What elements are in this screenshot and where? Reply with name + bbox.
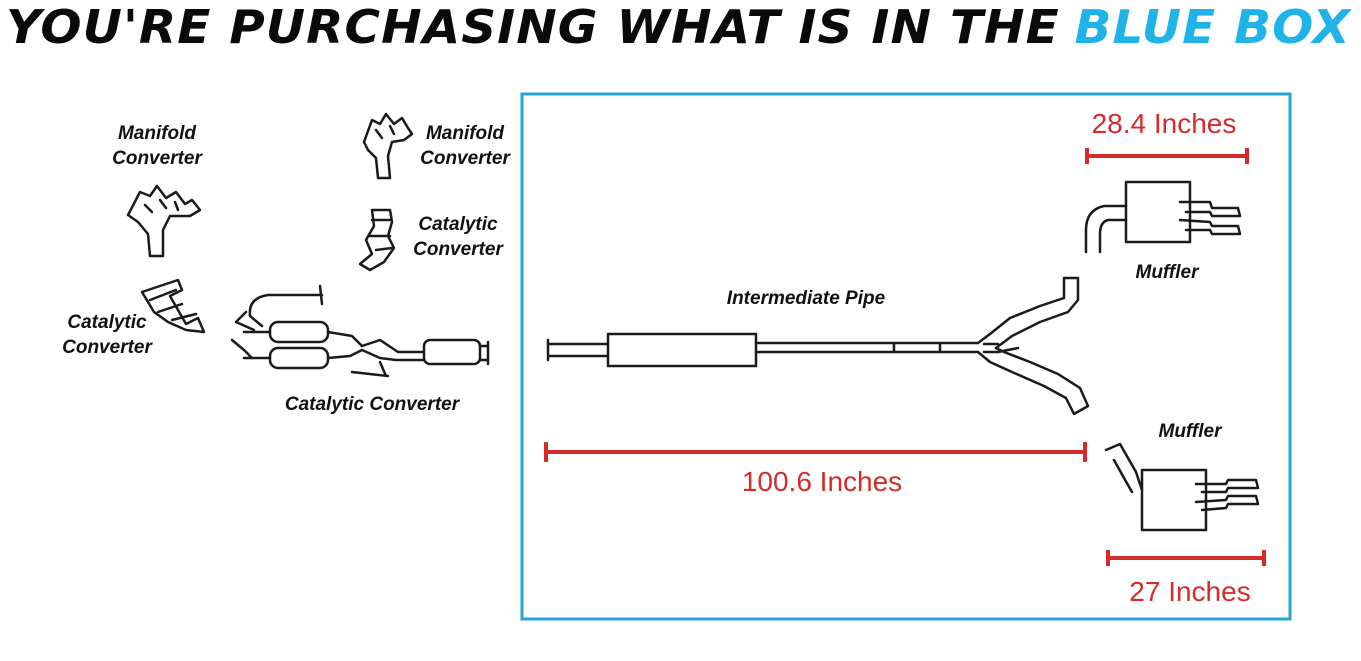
muffler-top-drawing — [1084, 180, 1242, 254]
dimension-pipe-label: 100.6 Inches — [742, 466, 902, 497]
catalytic-a-label-line1: Catalytic — [67, 312, 147, 333]
headline-lead: YOU'RE PURCHASING WHAT IS IN THE — [6, 0, 1060, 54]
intermediate-pipe-drawing — [546, 276, 1090, 416]
manifold-a-label-line1: Manifold — [118, 123, 196, 144]
muffler-top-label: Muffler — [1136, 262, 1201, 283]
manifold-b-label-line2: Converter — [420, 148, 511, 169]
catalytic-b-label-line2: Converter — [413, 239, 504, 260]
manifold-converter-b-drawing — [362, 112, 414, 180]
dimension-muffler-top — [1085, 148, 1249, 164]
catalytic-converter-assembly-drawing — [230, 284, 490, 378]
manifold-a-label-line2: Converter — [112, 148, 203, 169]
catalytic-main-label: Catalytic Converter — [285, 394, 461, 415]
catalytic-b-label-line1: Catalytic — [418, 214, 498, 235]
dimension-pipe — [544, 442, 1087, 462]
manifold-b-label-line1: Manifold — [426, 123, 504, 144]
blue-box — [520, 92, 1292, 621]
manifold-converter-a-drawing — [126, 184, 202, 258]
muffler-bottom-label: Muffler — [1159, 421, 1224, 442]
headline-highlight: BLUE BOX — [1075, 0, 1353, 54]
catalytic-converter-a-drawing — [140, 278, 206, 334]
muffler-bottom-drawing — [1104, 442, 1260, 532]
dimension-muffler-bottom — [1106, 550, 1266, 566]
catalytic-a-label-line2: Converter — [62, 337, 153, 358]
catalytic-converter-b-drawing — [358, 208, 396, 272]
dimension-muffler-top-label: 28.4 Inches — [1092, 108, 1237, 139]
dimension-muffler-bottom-label: 27 Inches — [1129, 576, 1250, 607]
intermediate-pipe-label: Intermediate Pipe — [727, 288, 886, 309]
headline: YOU'RE PURCHASING WHAT IS IN THE BLUE BOX — [6, 0, 1353, 54]
